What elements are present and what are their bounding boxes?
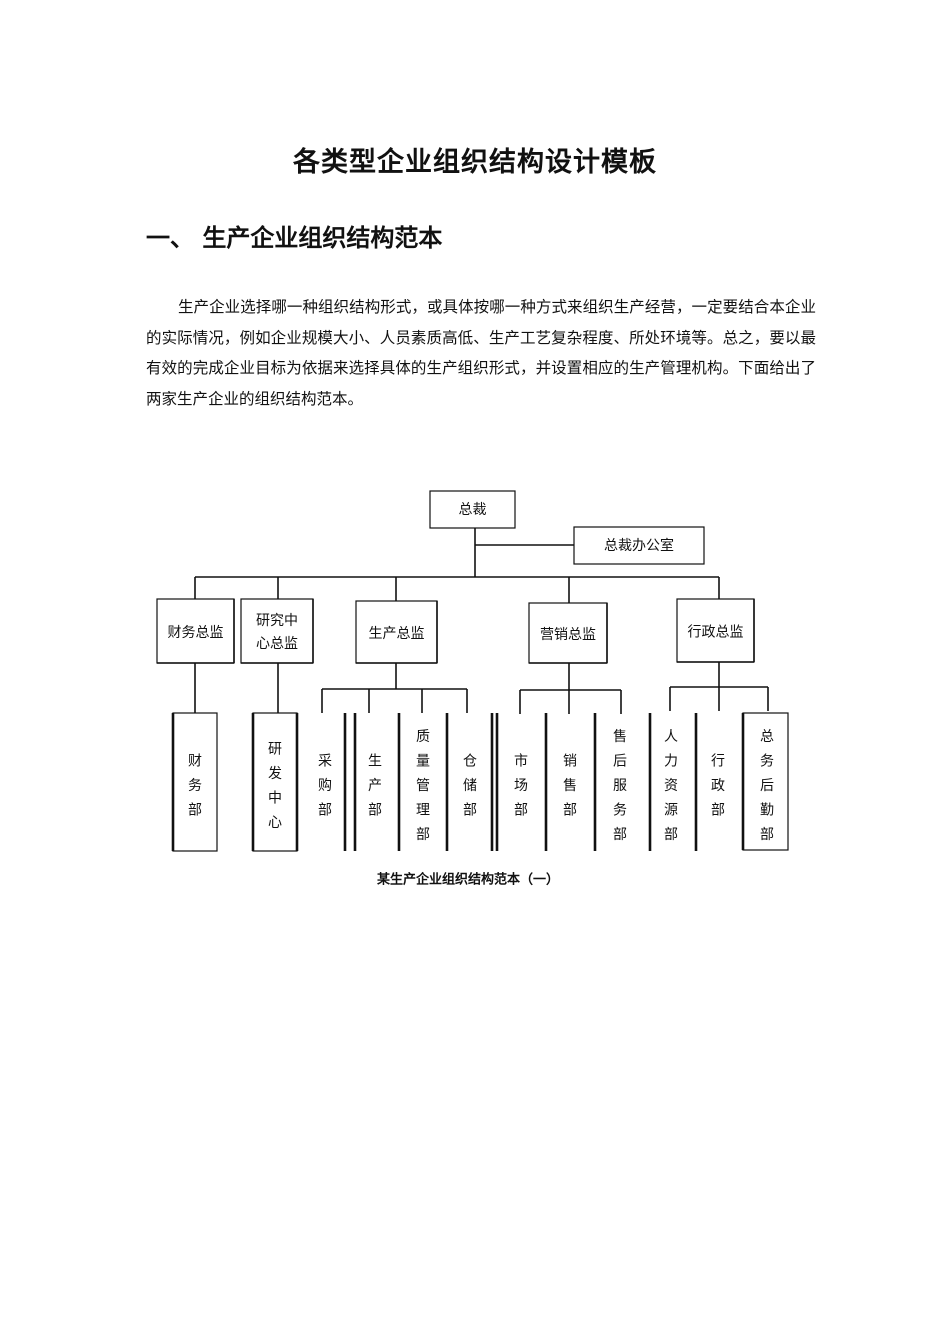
department-label: 力 xyxy=(664,754,678,770)
department-label: 购 xyxy=(318,778,332,794)
department-label: 部 xyxy=(416,827,430,843)
department-label: 部 xyxy=(613,827,627,843)
ceo-office-label: 总裁办公室 xyxy=(604,537,674,554)
director-box xyxy=(528,602,608,664)
director-label: 生产总监 xyxy=(369,626,425,642)
department-label: 市 xyxy=(514,753,528,770)
director-label: 财务总监 xyxy=(168,625,224,641)
director-label: 营销总监 xyxy=(540,627,596,643)
department-label: 财 xyxy=(188,754,202,770)
director-box xyxy=(676,598,755,663)
director-box xyxy=(240,598,314,664)
department-label: 人 xyxy=(664,729,678,745)
department-label: 务 xyxy=(613,803,627,819)
intro-paragraph: 生产企业选择哪一种组织结构形式，或具体按哪一种方式来组织生产经营，一定要结合本企… xyxy=(146,298,816,408)
department-label: 销 xyxy=(563,754,577,770)
department-label: 场 xyxy=(514,778,528,794)
chart-caption: 某生产企业组织结构范本（一） xyxy=(376,872,559,888)
department-label: 源 xyxy=(664,803,678,819)
department-label: 售 xyxy=(563,778,577,794)
section-heading: 一、 生产企业组织结构范本 xyxy=(146,224,443,252)
department-label: 采 xyxy=(318,754,332,770)
department-label: 部 xyxy=(711,803,725,819)
department-label: 后 xyxy=(760,778,774,794)
department-label: 部 xyxy=(368,803,382,819)
department-label: 总 xyxy=(760,729,774,745)
department-label: 部 xyxy=(760,827,774,843)
director-label: 心总监 xyxy=(256,636,298,652)
department-label: 部 xyxy=(318,803,332,819)
department-label: 部 xyxy=(188,803,202,819)
department-label: 部 xyxy=(563,803,577,819)
department-label: 质 xyxy=(416,729,430,745)
department-label: 政 xyxy=(711,778,725,794)
director-box xyxy=(355,600,438,664)
department-label: 中 xyxy=(268,790,282,806)
department-label: 储 xyxy=(463,778,477,794)
department-label: 部 xyxy=(664,827,678,843)
department-label: 量 xyxy=(416,754,430,770)
ceo-box xyxy=(429,490,516,529)
document-title: 各类型企业组织结构设计模板 xyxy=(293,147,657,178)
director-label: 研究中 xyxy=(256,613,298,629)
department-label: 产 xyxy=(368,778,382,794)
department-label: 发 xyxy=(268,766,282,782)
department-box xyxy=(742,712,789,851)
department-label: 务 xyxy=(188,778,202,794)
department-box xyxy=(172,712,218,852)
department-label: 务 xyxy=(760,754,774,770)
department-label: 资 xyxy=(664,778,678,794)
department-label: 行 xyxy=(711,754,725,770)
ceo-label: 总裁 xyxy=(459,502,487,518)
department-label: 心 xyxy=(268,815,282,831)
director-label: 行政总监 xyxy=(688,625,744,641)
department-label: 仓 xyxy=(463,754,477,770)
department-label: 服 xyxy=(613,778,627,794)
department-label: 部 xyxy=(463,803,477,819)
department-label: 管 xyxy=(416,778,430,794)
department-label: 研 xyxy=(268,741,282,757)
department-label: 勤 xyxy=(760,803,774,819)
department-label: 售 xyxy=(613,729,627,745)
department-label: 生 xyxy=(368,754,382,770)
department-label: 后 xyxy=(613,754,627,770)
department-label: 部 xyxy=(514,803,528,819)
department-label: 理 xyxy=(416,803,430,819)
